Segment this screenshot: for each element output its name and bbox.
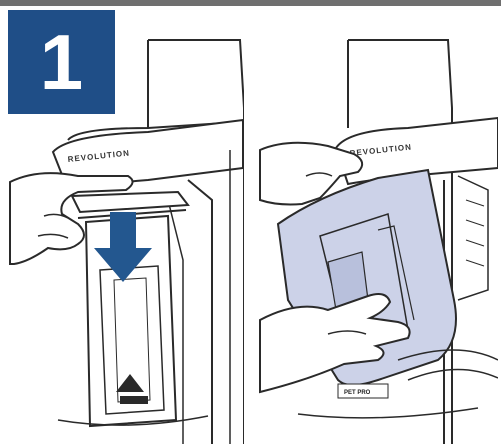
step-number: 1	[40, 23, 83, 101]
model-label: PET PRO	[344, 390, 371, 396]
panel-right-illustration: REVOLUTION PET PRO	[258, 0, 498, 444]
step-badge: 1	[8, 10, 115, 114]
panel-right: REVOLUTION PET PRO	[258, 0, 498, 444]
